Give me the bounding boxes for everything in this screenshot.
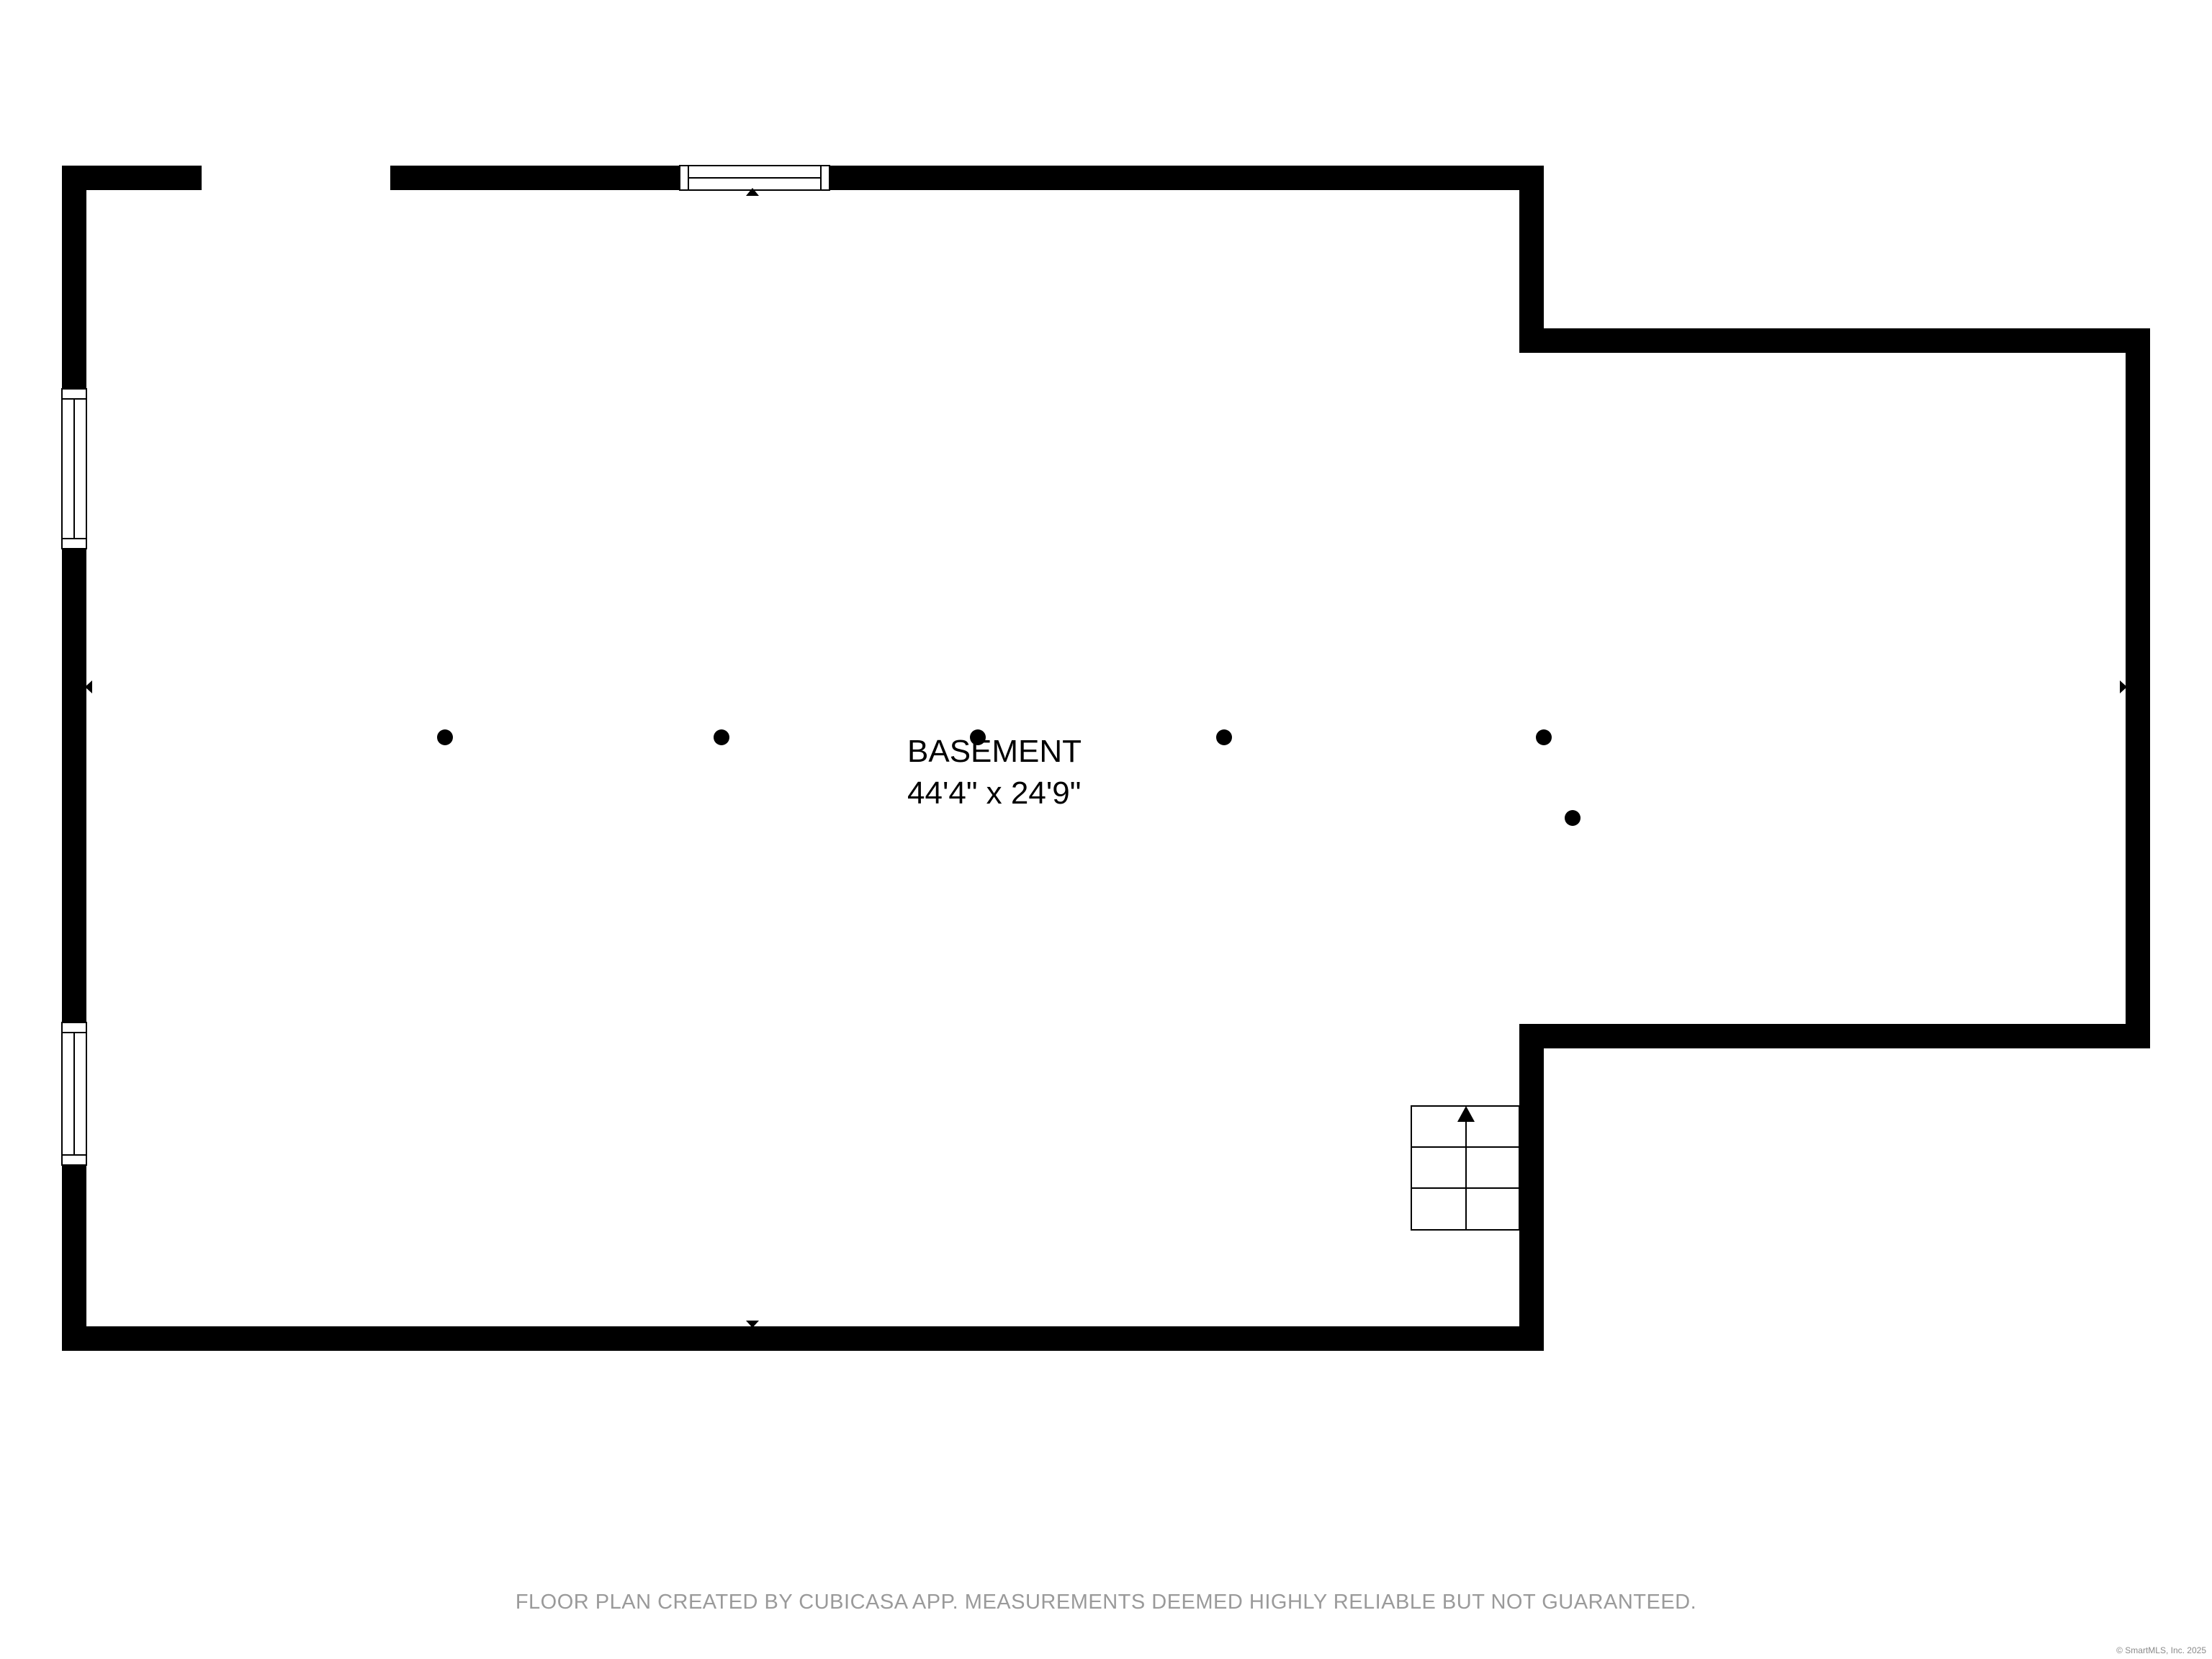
column-icon	[1565, 810, 1581, 826]
column-icon	[970, 729, 986, 745]
bottom-marker-icon	[746, 1321, 759, 1328]
column-icon	[714, 729, 729, 745]
left-marker-icon	[85, 680, 92, 693]
disclaimer-text: FLOOR PLAN CREATED BY CUBICASA APP. MEAS…	[516, 1591, 1696, 1614]
column-icon	[1536, 729, 1552, 745]
doorway-opening	[202, 166, 390, 190]
room-dimensions: 44'4" x 24'9"	[907, 775, 1081, 811]
column-icon	[437, 729, 453, 745]
stairs	[1411, 1105, 1520, 1231]
support-columns	[437, 729, 1581, 826]
copyright-text: © SmartMLS, Inc. 2025	[2116, 1645, 2206, 1655]
top-window	[679, 165, 830, 191]
left-window-lower	[61, 1022, 87, 1166]
room-name: BASEMENT	[907, 734, 1082, 769]
stair-up-arrow-icon	[1457, 1106, 1475, 1122]
left-window-upper	[61, 388, 87, 549]
column-icon	[1216, 729, 1232, 745]
right-marker-icon	[2120, 680, 2127, 693]
top-marker-icon	[746, 188, 759, 196]
